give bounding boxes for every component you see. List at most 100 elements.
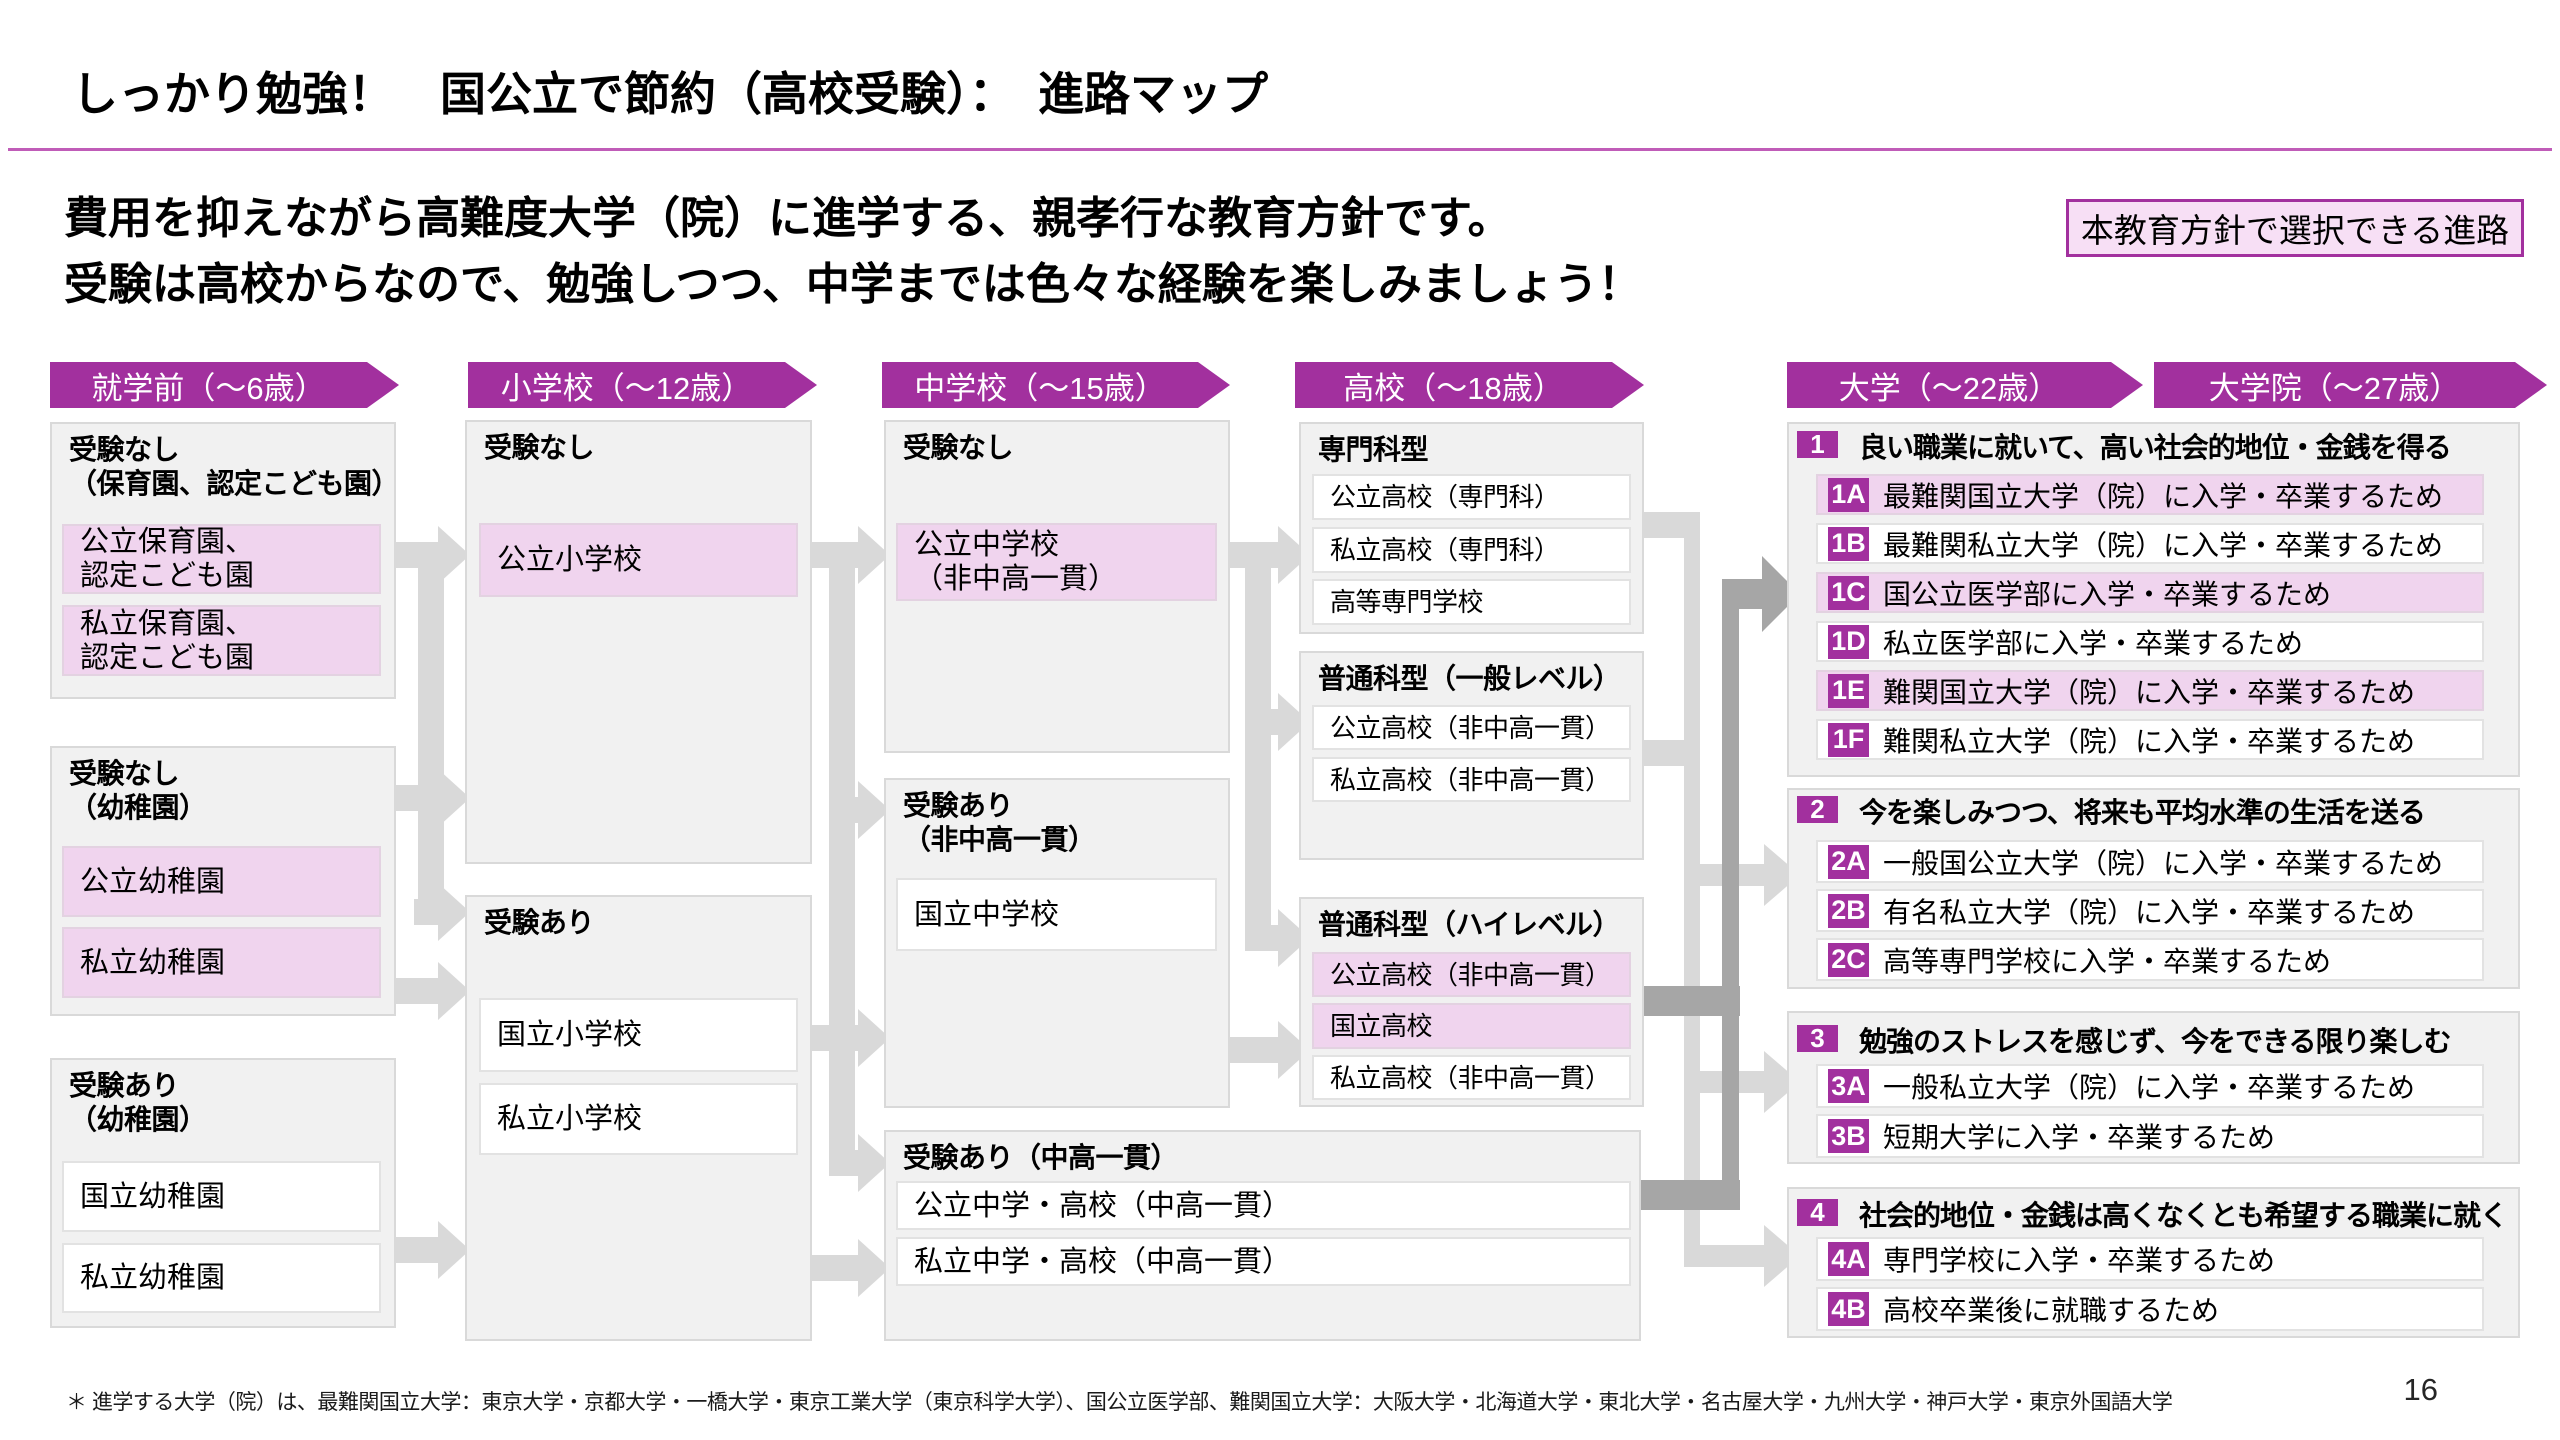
flow-to-goal2-head — [1764, 844, 1800, 906]
goal-row-2A-badge: 2A — [1828, 844, 1869, 879]
high_school-item-0-2-label: 高等専門学校 — [1330, 587, 1484, 617]
goal-row-1F: 1F 難関私立大学（院）に入学・卒業するため — [1816, 719, 2484, 760]
note-box: 本教育方針で選択できる進路 — [2066, 199, 2524, 257]
goal-row-1A-label: 最難関国立大学（院）に入学・卒業するため — [1883, 480, 2444, 512]
high_school-box-0-label: 専門科型 — [1318, 434, 1429, 465]
goal-group-1-title: 良い職業に就いて、高い社会的地位・金銭を得る — [1859, 432, 2452, 463]
stage-banner-grad-school-label: 大学院（～27歳） — [2208, 370, 2461, 406]
goal-row-1B: 1B 最難関私立大学（院）に入学・卒業するため — [1816, 523, 2484, 564]
elementary-item-1-0: 国立小学校 — [479, 998, 798, 1072]
stage-banner-high-school: 高校（～18歳） — [1295, 362, 1644, 408]
preschool-item-0-1-label: 私立保育園、 認定こども園 — [80, 607, 255, 674]
flow-hoikuen-to-elementary-head — [438, 526, 470, 584]
goal-row-3A: 3A 一般私立大学（院）に入学・卒業するため — [1816, 1064, 2484, 1108]
stage-banner-elementary-label: 小学校（～12歳） — [500, 370, 753, 406]
high_school-item-2-0: 公立高校（非中高一貫） — [1312, 952, 1631, 997]
junior_high-item-2-0: 公立中学・高校（中高一貫） — [896, 1181, 1631, 1230]
flow-col3-to-futsuka-ippan-shaft — [1245, 709, 1280, 735]
preschool-box-0-label: 受験なし （保育園、認定こども園） — [69, 434, 400, 499]
goal-row-4A-badge: 4A — [1828, 1242, 1869, 1276]
slide-subtitle: 費用を抑えながら高難度大学（院）に進学する、親孝行な教育方針です。 受験は高校か… — [64, 194, 1642, 309]
title-divider — [8, 148, 2552, 151]
flow-col3-to-futsuka-high-shaft — [1245, 925, 1280, 951]
goal-row-1F-label: 難関私立大学（院）に入学・卒業するため — [1883, 725, 2416, 757]
goal-row-2B-label: 有名私立大学（院）に入学・卒業するため — [1883, 896, 2416, 928]
flow-col1-to-elem-juken-shaft — [414, 899, 440, 925]
page-number: 16 — [2403, 1372, 2438, 1407]
stage-banner-preschool-label: 就学前（～6歳） — [91, 370, 326, 406]
goal-row-1C: 1C 国公立医学部に入学・卒業するため — [1816, 572, 2484, 613]
stage-banner-high-school-label: 高校（～18歳） — [1343, 370, 1564, 406]
goal-row-2B-badge: 2B — [1828, 893, 1869, 928]
goal-row-2C-badge: 2C — [1828, 942, 1869, 977]
footnote: ＊ 進学する大学（院）は、最難関国立大学：東京大学・京都大学・一橋大学・東京工業… — [66, 1391, 2173, 1414]
stage-banner-preschool: 就学前（～6歳） — [50, 362, 399, 408]
elementary-box-1-label: 受験あり — [484, 907, 595, 938]
goal-row-1C-badge: 1C — [1828, 575, 1869, 610]
goal-row-1B-label: 最難関私立大学（院）に入学・卒業するため — [1883, 529, 2444, 561]
flow-juken-yochien-to-elem-juken-head — [438, 1221, 470, 1279]
goal-row-4B-badge: 4B — [1828, 1292, 1869, 1326]
preschool-box-1-label: 受験なし （幼稚園） — [69, 758, 207, 823]
goal-row-3A-badge: 3A — [1828, 1069, 1869, 1103]
goal-row-3B-badge: 3B — [1828, 1119, 1869, 1153]
high_school-item-2-2-label: 私立高校（非中高一貫） — [1330, 1062, 1611, 1093]
stage-banner-junior-high-label: 中学校（～15歳） — [914, 370, 1166, 406]
goal-row-1B-badge: 1B — [1828, 526, 1869, 561]
preschool-item-2-1: 私立幼稚園 — [62, 1243, 381, 1313]
flow-elem-juken-to-kokuritsu-jhs-head — [858, 1009, 890, 1067]
junior_high-item-2-1-label: 私立中学・高校（中高一貫） — [914, 1245, 1292, 1278]
elementary-item-0-0: 公立小学校 — [479, 523, 798, 597]
junior_high-item-1-0-label: 国立中学校 — [914, 898, 1060, 931]
high_school-item-2-2: 私立高校（非中高一貫） — [1312, 1055, 1631, 1100]
goal-group-3-title: 勉強のストレスを感じず、今をできる限り楽しむ — [1859, 1026, 2451, 1057]
goal-group-1-badge: 1 — [1797, 429, 1838, 459]
flow-to-goal1-head — [1762, 556, 1800, 632]
high_school-item-1-1-label: 私立高校（非中高一貫） — [1330, 764, 1611, 795]
flow-yochien-to-elementary-head — [438, 769, 470, 827]
goal-row-1C-label: 国公立医学部に入学・卒業するため — [1883, 578, 2332, 610]
flow-col2-to-chukoikkan-shaft — [829, 1150, 860, 1176]
flow-col2-to-jhs-juken-head — [858, 781, 890, 839]
high_school-item-2-1: 国立高校 — [1312, 1003, 1631, 1049]
goal-row-1A-badge: 1A — [1828, 477, 1869, 512]
flow-elem-juken-to-shiritsu-chukoikkan-head — [858, 1239, 890, 1297]
junior_high-box-2: 受験あり（中高一貫） — [884, 1130, 1641, 1341]
high_school-box-1: 普通科型（一般レベル） — [1299, 651, 1644, 860]
flow-shiritsu-yochien-to-elem-juken-head — [438, 962, 470, 1020]
high_school-item-2-0-label: 公立高校（非中高一貫） — [1330, 959, 1611, 990]
flow-elem-to-jhs-head — [858, 526, 890, 584]
flow-juken-yochien-to-elem-juken-shaft — [396, 1237, 440, 1263]
high_school-box-2-label: 普通科型（ハイレベル） — [1318, 909, 1620, 940]
preschool-item-2-1-label: 私立幼稚園 — [80, 1262, 226, 1294]
preschool-item-1-1: 私立幼稚園 — [62, 927, 381, 998]
elementary-item-0-0-label: 公立小学校 — [497, 544, 643, 576]
high_school-item-1-1: 私立高校（非中高一貫） — [1312, 757, 1631, 802]
elementary-box-0-label: 受験なし — [484, 432, 595, 463]
junior_high-item-0-0-label: 公立中学校 （非中高一貫） — [914, 529, 1118, 595]
preschool-item-1-0: 公立幼稚園 — [62, 846, 381, 917]
goal-group-4-title: 社会的地位・金銭は高くなくとも希望する職業に就く — [1859, 1200, 2508, 1231]
goal-group-4-badge: 4 — [1797, 1197, 1838, 1227]
goal-row-1D-label: 私立医学部に入学・卒業するため — [1883, 627, 2304, 659]
flow-to-goal4-shaft — [1684, 1245, 1766, 1267]
flow-col2-to-jhs-juken-shaft — [829, 797, 860, 823]
flow-elem-juken-to-kokuritsu-jhs-shaft — [812, 1025, 860, 1051]
high_school-item-0-2: 高等専門学校 — [1312, 579, 1631, 625]
flow-col2-to-chukoikkan-head — [858, 1134, 890, 1192]
junior_high-box-1-label: 受験あり （非中高一貫） — [903, 790, 1096, 855]
junior_high-item-2-1: 私立中学・高校（中高一貫） — [896, 1237, 1631, 1286]
page-title: しっかり勉強！ 国公立で節約（高校受験）： 進路マップ — [72, 68, 1268, 120]
goal-row-1F-badge: 1F — [1828, 722, 1869, 757]
high_school-box-1-label: 普通科型（一般レベル） — [1318, 663, 1621, 694]
flow-jhs-to-senmonka-head — [1278, 526, 1310, 584]
flow-col3-to-futsuka-ippan-head — [1278, 693, 1310, 751]
high_school-item-1-0: 公立高校（非中高一貫） — [1312, 705, 1631, 750]
goal-row-3A-label: 一般私立大学（院）に入学・卒業するため — [1883, 1072, 2416, 1103]
